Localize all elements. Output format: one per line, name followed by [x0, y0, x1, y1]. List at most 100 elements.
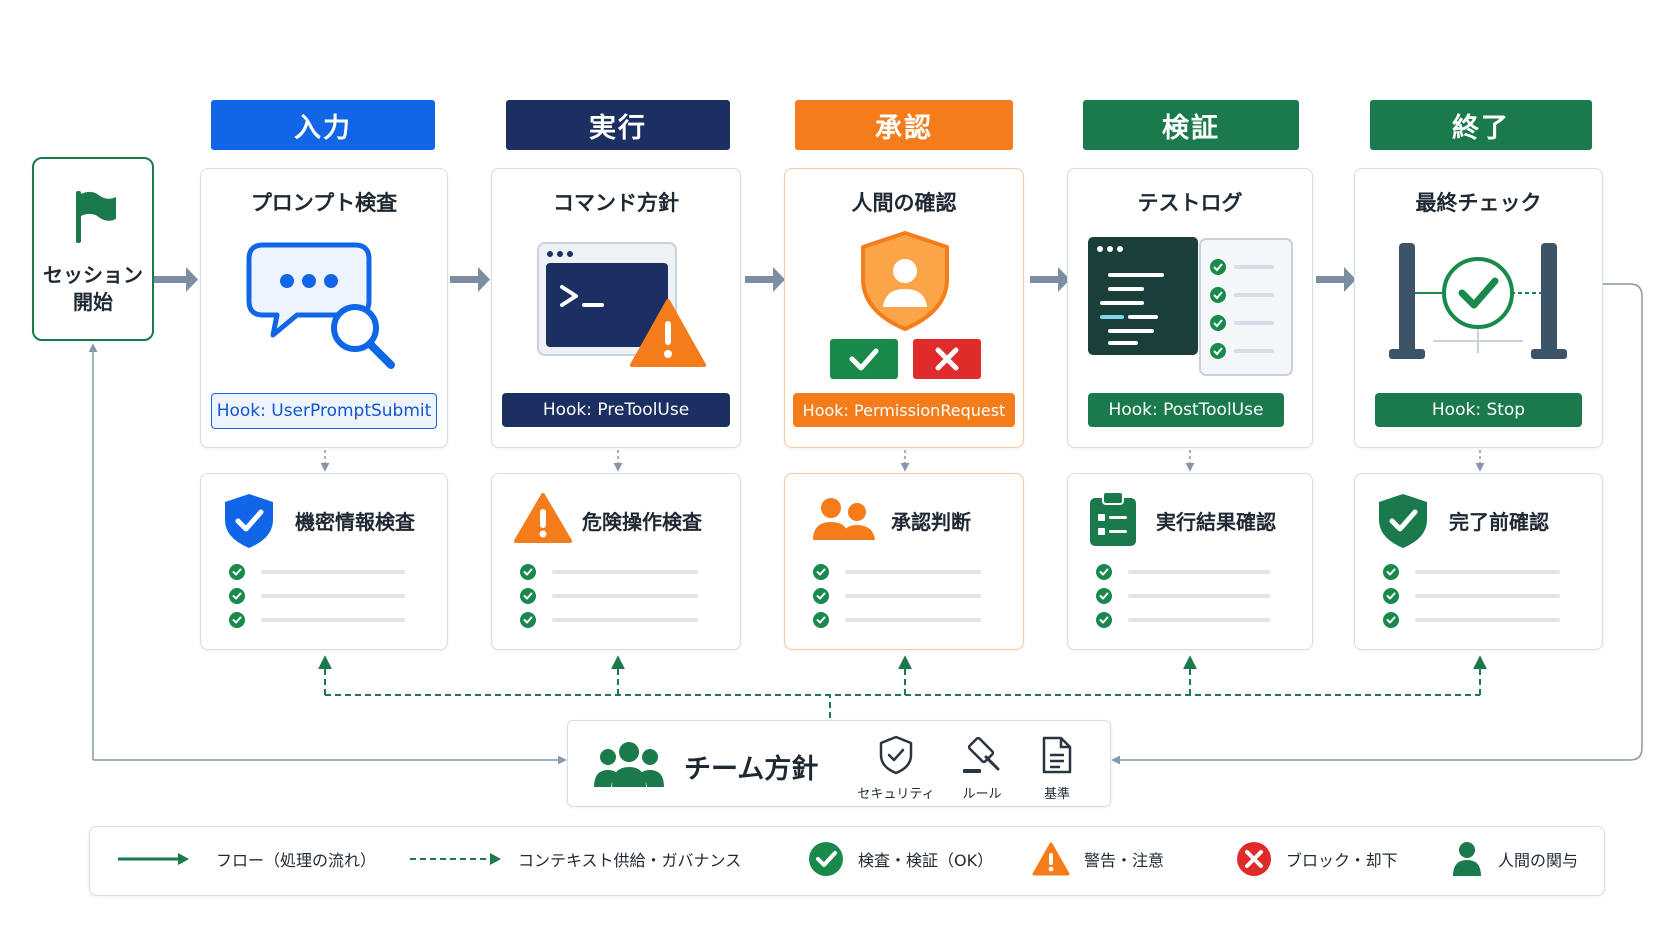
legend-flow: フロー（処理の流れ）	[118, 827, 376, 891]
check-circle-icon	[520, 564, 536, 580]
legend-box: フロー（処理の流れ） コンテキスト供給・ガバナンス 検査・検証（OK） 警告・注…	[89, 826, 1605, 896]
check-circle-icon	[1096, 564, 1112, 580]
placeholder-line	[1128, 594, 1270, 598]
placeholder-line	[1415, 594, 1560, 598]
warning-icon	[514, 493, 572, 543]
shield-check-icon	[879, 735, 913, 775]
check-circle-icon	[229, 588, 245, 604]
legend-context: コンテキスト供給・ガバナンス	[410, 827, 741, 891]
placeholder-line	[845, 618, 981, 622]
chat-search-icon	[246, 242, 395, 369]
placeholder-line	[1415, 618, 1560, 622]
terminal-warning-icon	[537, 242, 706, 367]
check-circle-icon	[1096, 588, 1112, 604]
clipboard-list-icon	[1090, 491, 1136, 546]
card-title: プロンプト検査	[250, 191, 398, 215]
legend-label: ブロック・却下	[1286, 851, 1398, 870]
legend-warning: 警告・注意	[1032, 827, 1164, 891]
check-circle-icon	[520, 612, 536, 628]
placeholder-line	[845, 594, 981, 598]
check-circle-icon	[813, 612, 829, 628]
stage-header-execute: 実行	[506, 100, 730, 150]
check-circle-icon	[229, 612, 245, 628]
placeholder-line	[261, 618, 405, 622]
check-box-result-confirm: 実行結果確認	[1067, 473, 1313, 650]
card-title: 人間の確認	[851, 191, 957, 215]
finish-gate-icon	[1389, 243, 1567, 359]
check-circle-icon	[813, 588, 829, 604]
governance-links	[318, 655, 1487, 718]
document-icon	[1042, 736, 1072, 774]
check-title: 機密情報検査	[295, 510, 415, 534]
stage-card-prompt-inspection: プロンプト検査 Hook: UserPromptSubmit	[200, 168, 448, 448]
check-title: 実行結果確認	[1156, 510, 1276, 534]
check-row	[229, 564, 421, 580]
check-row	[1383, 612, 1576, 628]
check-row	[229, 588, 421, 604]
stage-header-verify: 検証	[1083, 100, 1299, 150]
session-label-1: セッション	[43, 263, 143, 287]
legend-human: 人間の関与	[1452, 827, 1578, 891]
stage-header-approve: 承認	[795, 100, 1013, 150]
legend-label: 人間の関与	[1498, 851, 1579, 870]
placeholder-line	[1415, 570, 1560, 574]
approve-check-icon	[830, 339, 898, 379]
check-title: 完了前確認	[1449, 510, 1549, 534]
stage-header-input: 入力	[211, 100, 435, 150]
legend-block: ブロック・却下	[1236, 827, 1398, 891]
warning-icon	[1032, 842, 1070, 876]
check-box-danger-op: 危険操作検査	[491, 473, 741, 650]
loop-lines	[88, 283, 1643, 765]
check-row	[520, 564, 714, 580]
check-box-pre-completion: 完了前確認	[1354, 473, 1603, 650]
stage-card-command-policy: コマンド方針 Hook: PreToolUse	[491, 168, 741, 448]
check-circle-icon	[813, 564, 829, 580]
person-icon	[1453, 842, 1481, 876]
placeholder-line	[845, 570, 981, 574]
placeholder-line	[1128, 618, 1270, 622]
flag-icon	[76, 191, 116, 243]
card-title: コマンド方針	[553, 191, 679, 215]
placeholder-line	[552, 594, 698, 598]
flow-arrows	[152, 267, 1356, 292]
hook-label: Hook: PermissionRequest	[793, 393, 1015, 427]
placeholder-line	[552, 570, 698, 574]
legend-check-ok: 検査・検証（OK）	[808, 827, 993, 891]
check-title: 承認判断	[891, 510, 971, 534]
legend-label: コンテキスト供給・ガバナンス	[518, 851, 742, 870]
check-box-approval-decision: 承認判断	[784, 473, 1024, 650]
block-icon	[1237, 842, 1271, 876]
check-circle-icon	[229, 564, 245, 580]
check-row	[1383, 588, 1576, 604]
team-policy-box: チーム方針 セキュリティ ルール 基準	[567, 720, 1111, 807]
session-start-box: セッション 開始	[32, 157, 154, 341]
placeholder-line	[261, 594, 405, 598]
shield-check-icon	[1379, 494, 1427, 548]
check-row	[1383, 564, 1576, 580]
check-circle-icon	[1096, 612, 1112, 628]
hook-label: Hook: Stop	[1375, 393, 1582, 427]
session-label-2: 開始	[73, 290, 113, 314]
check-row	[520, 588, 714, 604]
stage-header-finish: 終了	[1370, 100, 1592, 150]
check-row	[229, 612, 421, 628]
team-icon	[594, 742, 664, 787]
check-row	[1096, 588, 1286, 604]
check-circle-icon	[1383, 564, 1399, 580]
log-checklist-icon	[1088, 237, 1293, 376]
placeholder-line	[1128, 570, 1270, 574]
gavel-icon	[963, 736, 1000, 773]
placeholder-line	[261, 570, 405, 574]
legend-label: フロー（処理の流れ）	[216, 851, 377, 870]
hook-label: Hook: PostToolUse	[1088, 393, 1284, 427]
check-circle-icon	[1383, 588, 1399, 604]
dashed-arrow-icon	[410, 853, 501, 865]
check-row	[813, 588, 997, 604]
card-title: テストログ	[1137, 191, 1243, 215]
check-row	[1096, 612, 1286, 628]
policy-label-standards: 基準	[1043, 787, 1070, 802]
shield-user-icon	[861, 231, 949, 331]
shield-check-icon	[225, 494, 273, 548]
check-circle-icon	[1383, 612, 1399, 628]
